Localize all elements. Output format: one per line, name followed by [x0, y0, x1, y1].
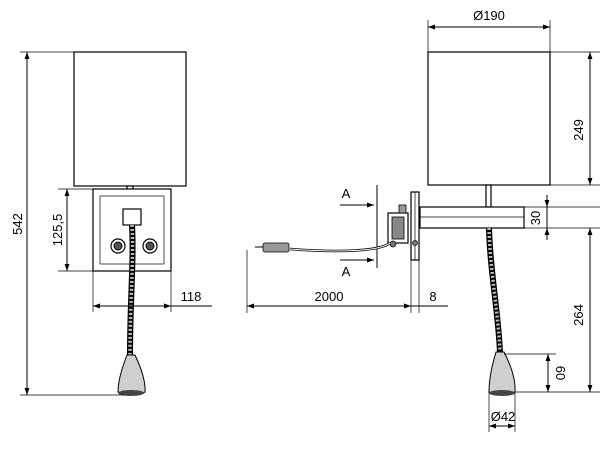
- side-view: A A Ø190 249 30 264: [246, 8, 600, 432]
- front-connector: [122, 208, 142, 226]
- side-arm: [419, 206, 525, 229]
- section-mark-bottom: A: [342, 264, 351, 279]
- dim-plate-thickness: 8: [429, 289, 436, 304]
- dim-head-length: 60: [553, 366, 568, 380]
- front-shade: [73, 51, 187, 187]
- dim-shade-diameter: Ø190: [473, 8, 505, 23]
- front-reading-head: [117, 354, 146, 396]
- dim-cable-length: 2000: [315, 289, 344, 304]
- side-plug: [262, 242, 290, 253]
- front-switch-left-inner: [113, 241, 123, 251]
- dim-arm-height: 30: [528, 211, 543, 225]
- dim-arm-drop: 264: [571, 304, 586, 326]
- dim-head-diameter: Ø42: [491, 409, 516, 424]
- dim-plate-depth: 118: [181, 289, 202, 304]
- front-switch-right-inner: [145, 241, 155, 251]
- section-mark-top: A: [342, 186, 351, 201]
- side-reading-head: [488, 351, 516, 396]
- dim-shade-height: 249: [571, 119, 586, 141]
- side-shade: [427, 51, 551, 186]
- dim-plate-height: 125,5: [50, 214, 65, 247]
- side-stem: [485, 184, 492, 208]
- front-view: 542 125,5 118: [10, 51, 212, 396]
- dim-overall-height: 542: [10, 213, 25, 235]
